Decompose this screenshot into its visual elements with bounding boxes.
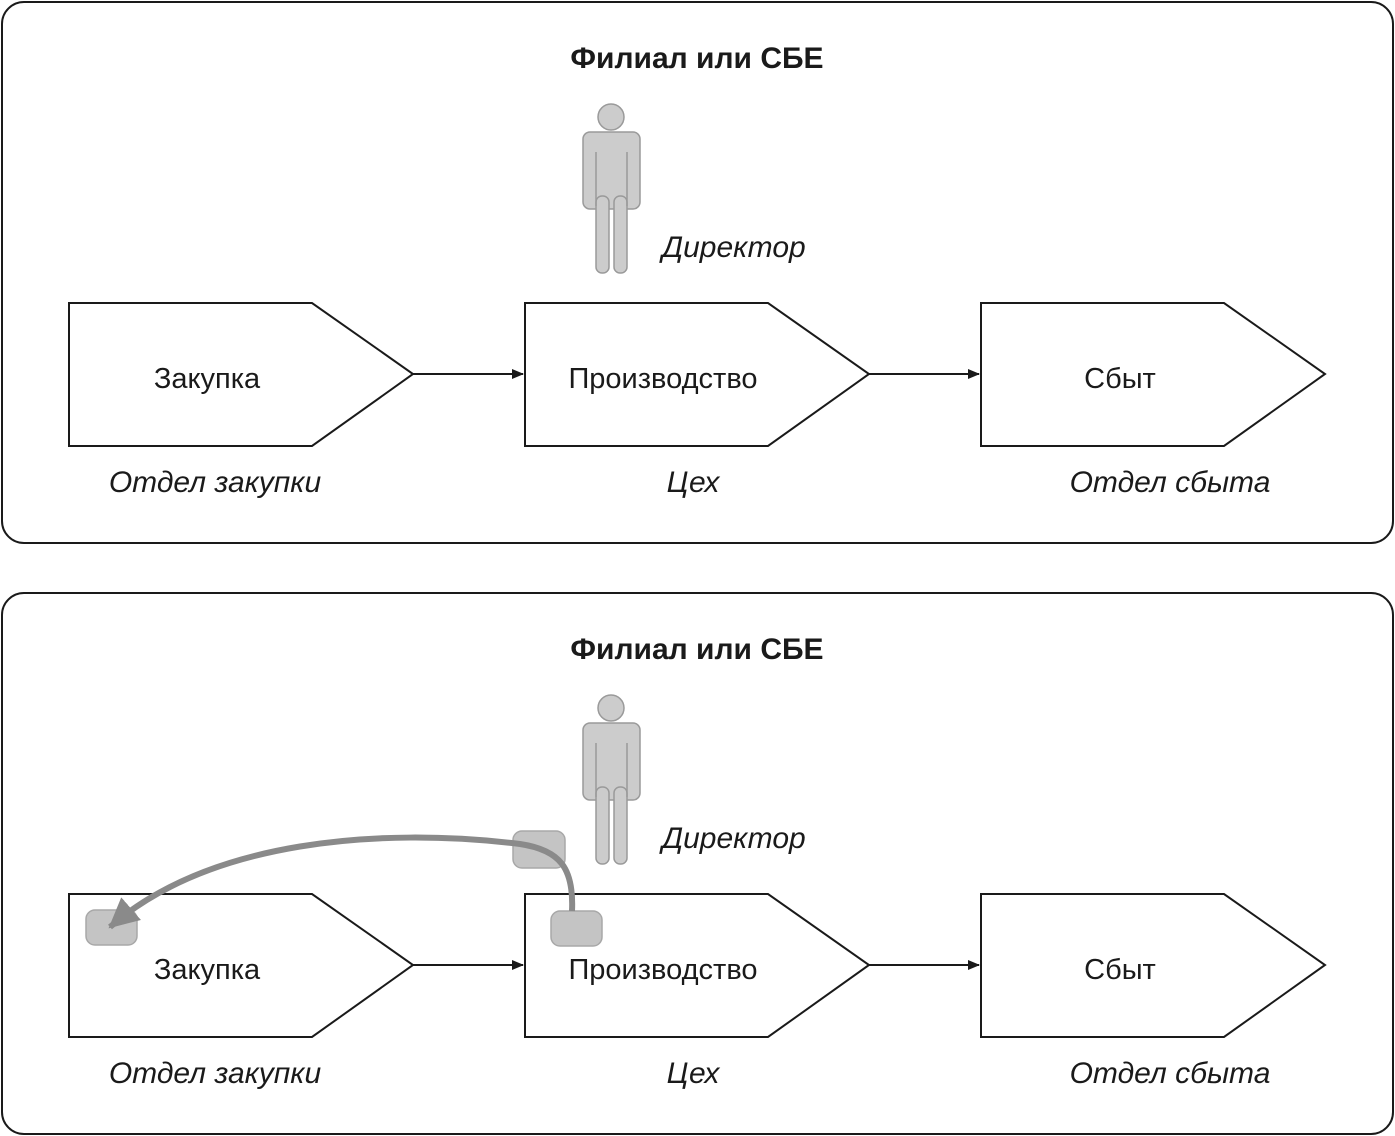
panel-2: Филиал или СБЕ Директор Закупка Производ… xyxy=(1,592,1394,1135)
process-step-sales: Сбыт xyxy=(980,893,1327,1038)
step-label: Сбыт xyxy=(1084,954,1156,986)
step-label: Производство xyxy=(568,954,757,986)
step-label: Производство xyxy=(568,363,757,395)
panel-title: Филиал или СБЕ xyxy=(570,42,823,75)
panel-frame xyxy=(1,1,1394,544)
person-icon xyxy=(582,103,641,274)
step-label: Закупка xyxy=(154,954,261,986)
process-step-sales: Сбыт xyxy=(980,302,1327,447)
person-icon xyxy=(582,694,641,865)
panel-frame xyxy=(1,592,1394,1135)
unit-label: Отдел закупки xyxy=(109,1057,322,1090)
unit-label: Цех xyxy=(667,1057,721,1090)
unit-label: Отдел сбыта xyxy=(1070,1057,1271,1090)
director-label: Директор xyxy=(659,231,806,264)
director-label: Директор xyxy=(659,822,806,855)
process-step-purchasing: Закупка xyxy=(68,302,415,447)
step-label: Сбыт xyxy=(1084,363,1156,395)
curved-arrow-icon xyxy=(108,834,576,930)
process-step-production: Производство xyxy=(524,893,871,1038)
unit-label: Цех xyxy=(667,466,721,499)
token-icon xyxy=(550,910,603,947)
step-label: Закупка xyxy=(154,363,261,395)
process-step-production: Производство xyxy=(524,302,871,447)
panel-1: Филиал или СБЕ Директор Закупка Производ… xyxy=(1,1,1394,544)
unit-label: Отдел сбыта xyxy=(1070,466,1271,499)
process-step-purchasing: Закупка xyxy=(68,893,415,1038)
unit-label: Отдел закупки xyxy=(109,466,322,499)
panel-title: Филиал или СБЕ xyxy=(570,633,823,666)
